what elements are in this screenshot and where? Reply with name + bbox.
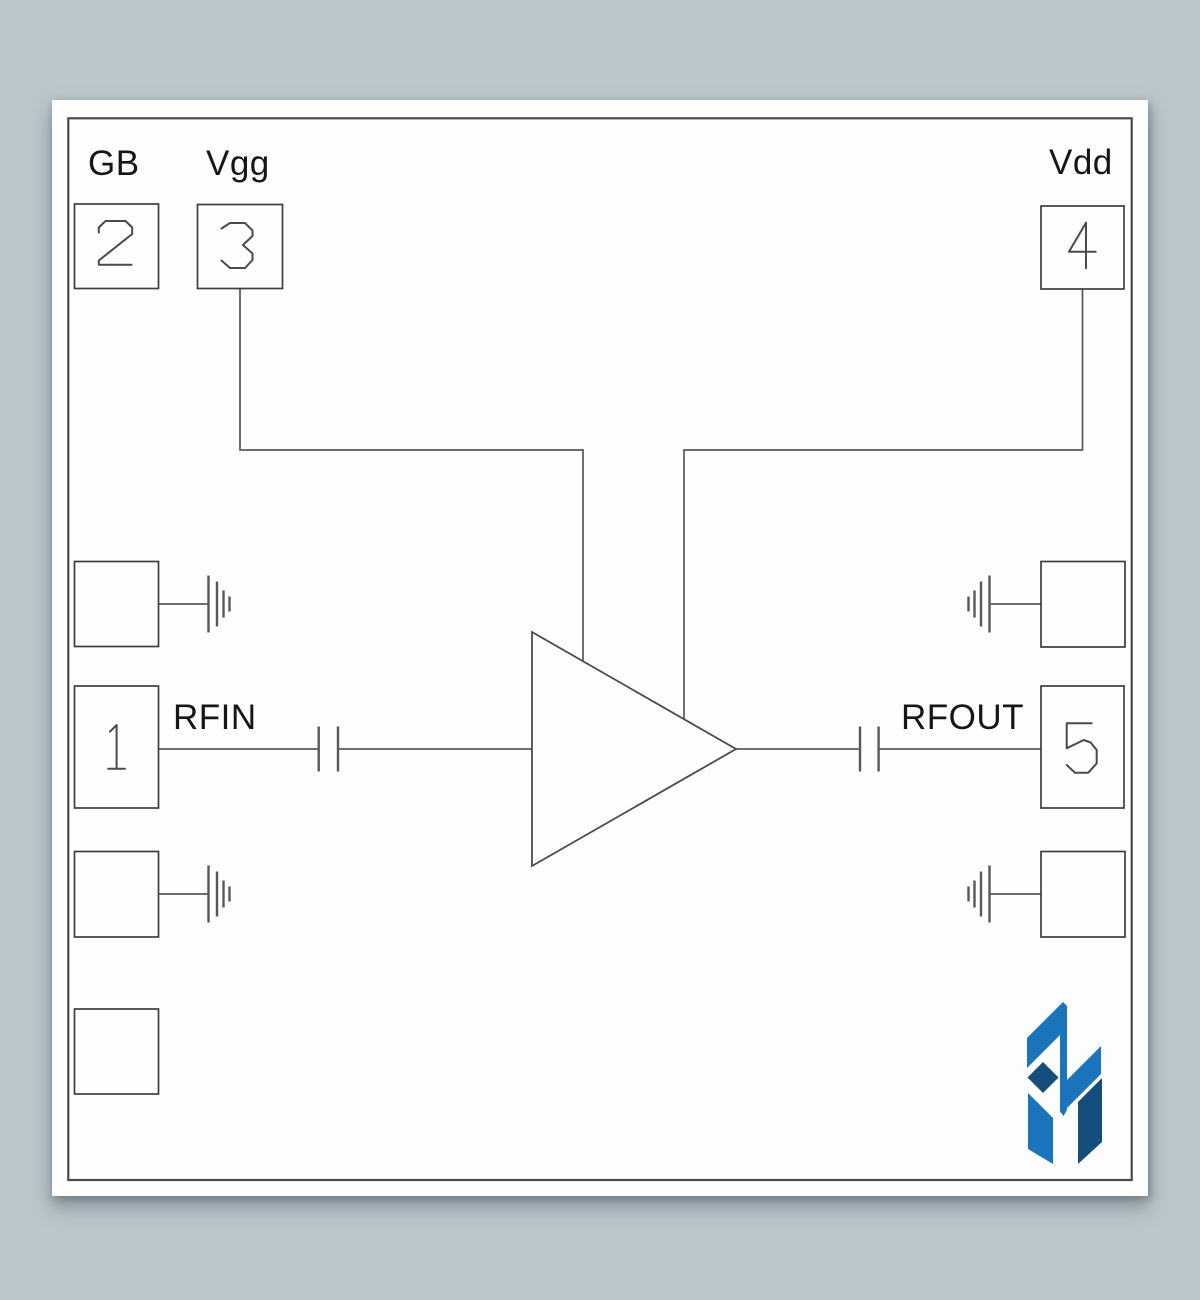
vdd-bias-trace (683, 289, 1084, 719)
pad-3 (196, 203, 284, 290)
dc-block-capacitor-output (858, 726, 880, 772)
logo-ribbon-top (1027, 1002, 1067, 1116)
vgg-bias-trace (239, 288, 584, 661)
amplifier-triangle (531, 630, 738, 868)
logo-column-left (1028, 1093, 1053, 1164)
pad-unlabeled-bottom-left (73, 1008, 160, 1095)
logo-band-right (1067, 1046, 1101, 1108)
ground-symbol-upper-right (967, 575, 991, 633)
pad-unlabeled-upper-right (1040, 560, 1126, 648)
label-vdd: Vdd (1049, 143, 1113, 182)
pad-5 (1040, 685, 1125, 809)
dc-block-capacitor-input (317, 726, 340, 772)
logo-diamond-left (1027, 1062, 1059, 1093)
company-logo (1027, 1002, 1102, 1164)
pad-unlabeled-lower-left (73, 850, 160, 938)
pad-4 (1040, 205, 1125, 290)
pin-number-glyph-3 (220, 222, 254, 269)
wires (158, 288, 1084, 895)
bond-pads (73, 203, 1126, 1095)
pad-unlabeled-lower-right (1040, 850, 1126, 938)
ground-symbol-lower-right (967, 865, 991, 923)
label-rfin: RFIN (173, 698, 257, 737)
label-rfout: RFOUT (901, 698, 1025, 737)
label-vgg: Vgg (206, 144, 270, 183)
pin-number-glyph-1 (107, 724, 126, 770)
pin-number-glyph-4 (1068, 221, 1097, 270)
logo-column-right (1078, 1078, 1102, 1164)
schematic-frame (67, 117, 1133, 1182)
pin-number-glyph-2 (97, 220, 134, 266)
pad-unlabeled-upper-left (73, 560, 160, 648)
ground-symbol-upper-left (207, 575, 231, 633)
pin-numbers (97, 220, 1098, 774)
ground-symbol-lower-left (207, 865, 231, 923)
label-gb: GB (88, 144, 140, 183)
pin-number-glyph-5 (1065, 722, 1098, 774)
